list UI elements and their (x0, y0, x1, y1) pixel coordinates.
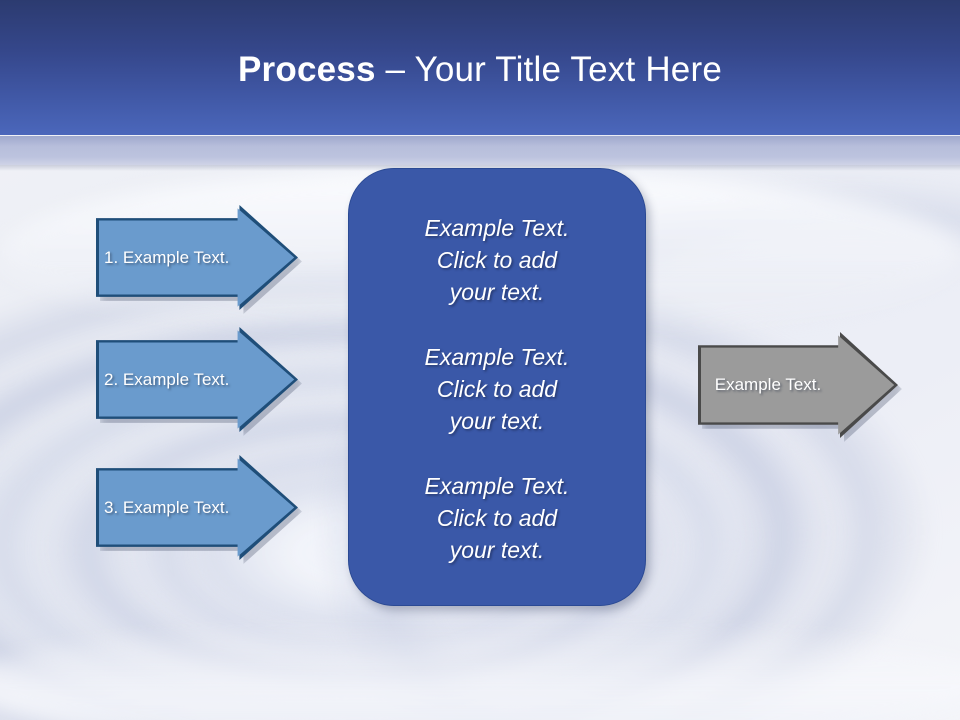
center-paragraph-3: Example Text. Click to add your text. (424, 473, 570, 564)
input-arrow-3[interactable]: 3. Example Text. (96, 455, 302, 564)
page-title: Process – Your Title Text Here (0, 49, 960, 91)
center-content-box[interactable]: Example Text. Click to add your text. Ex… (348, 168, 646, 606)
output-arrow[interactable]: Example Text. (698, 332, 902, 442)
page-title-regular: – Your Title Text Here (375, 50, 722, 89)
ripple-highlight-bottom (0, 620, 960, 720)
input-arrow-2-label: 2. Example Text. (104, 369, 230, 389)
header-accent-band (0, 136, 960, 165)
input-arrow-2[interactable]: 2. Example Text. (96, 327, 302, 436)
center-paragraph-2: Example Text. Click to add your text. (424, 343, 570, 434)
page-title-bold: Process (238, 50, 376, 89)
input-arrow-1[interactable]: 1. Example Text. (96, 205, 302, 314)
output-arrow-label: Example Text. (714, 375, 822, 394)
slide-header: Process – Your Title Text Here (0, 0, 960, 135)
input-arrow-3-label: 3. Example Text. (104, 497, 230, 517)
center-paragraph-1: Example Text. Click to add your text. (424, 214, 570, 305)
input-arrow-1-label: 1. Example Text. (104, 247, 230, 267)
